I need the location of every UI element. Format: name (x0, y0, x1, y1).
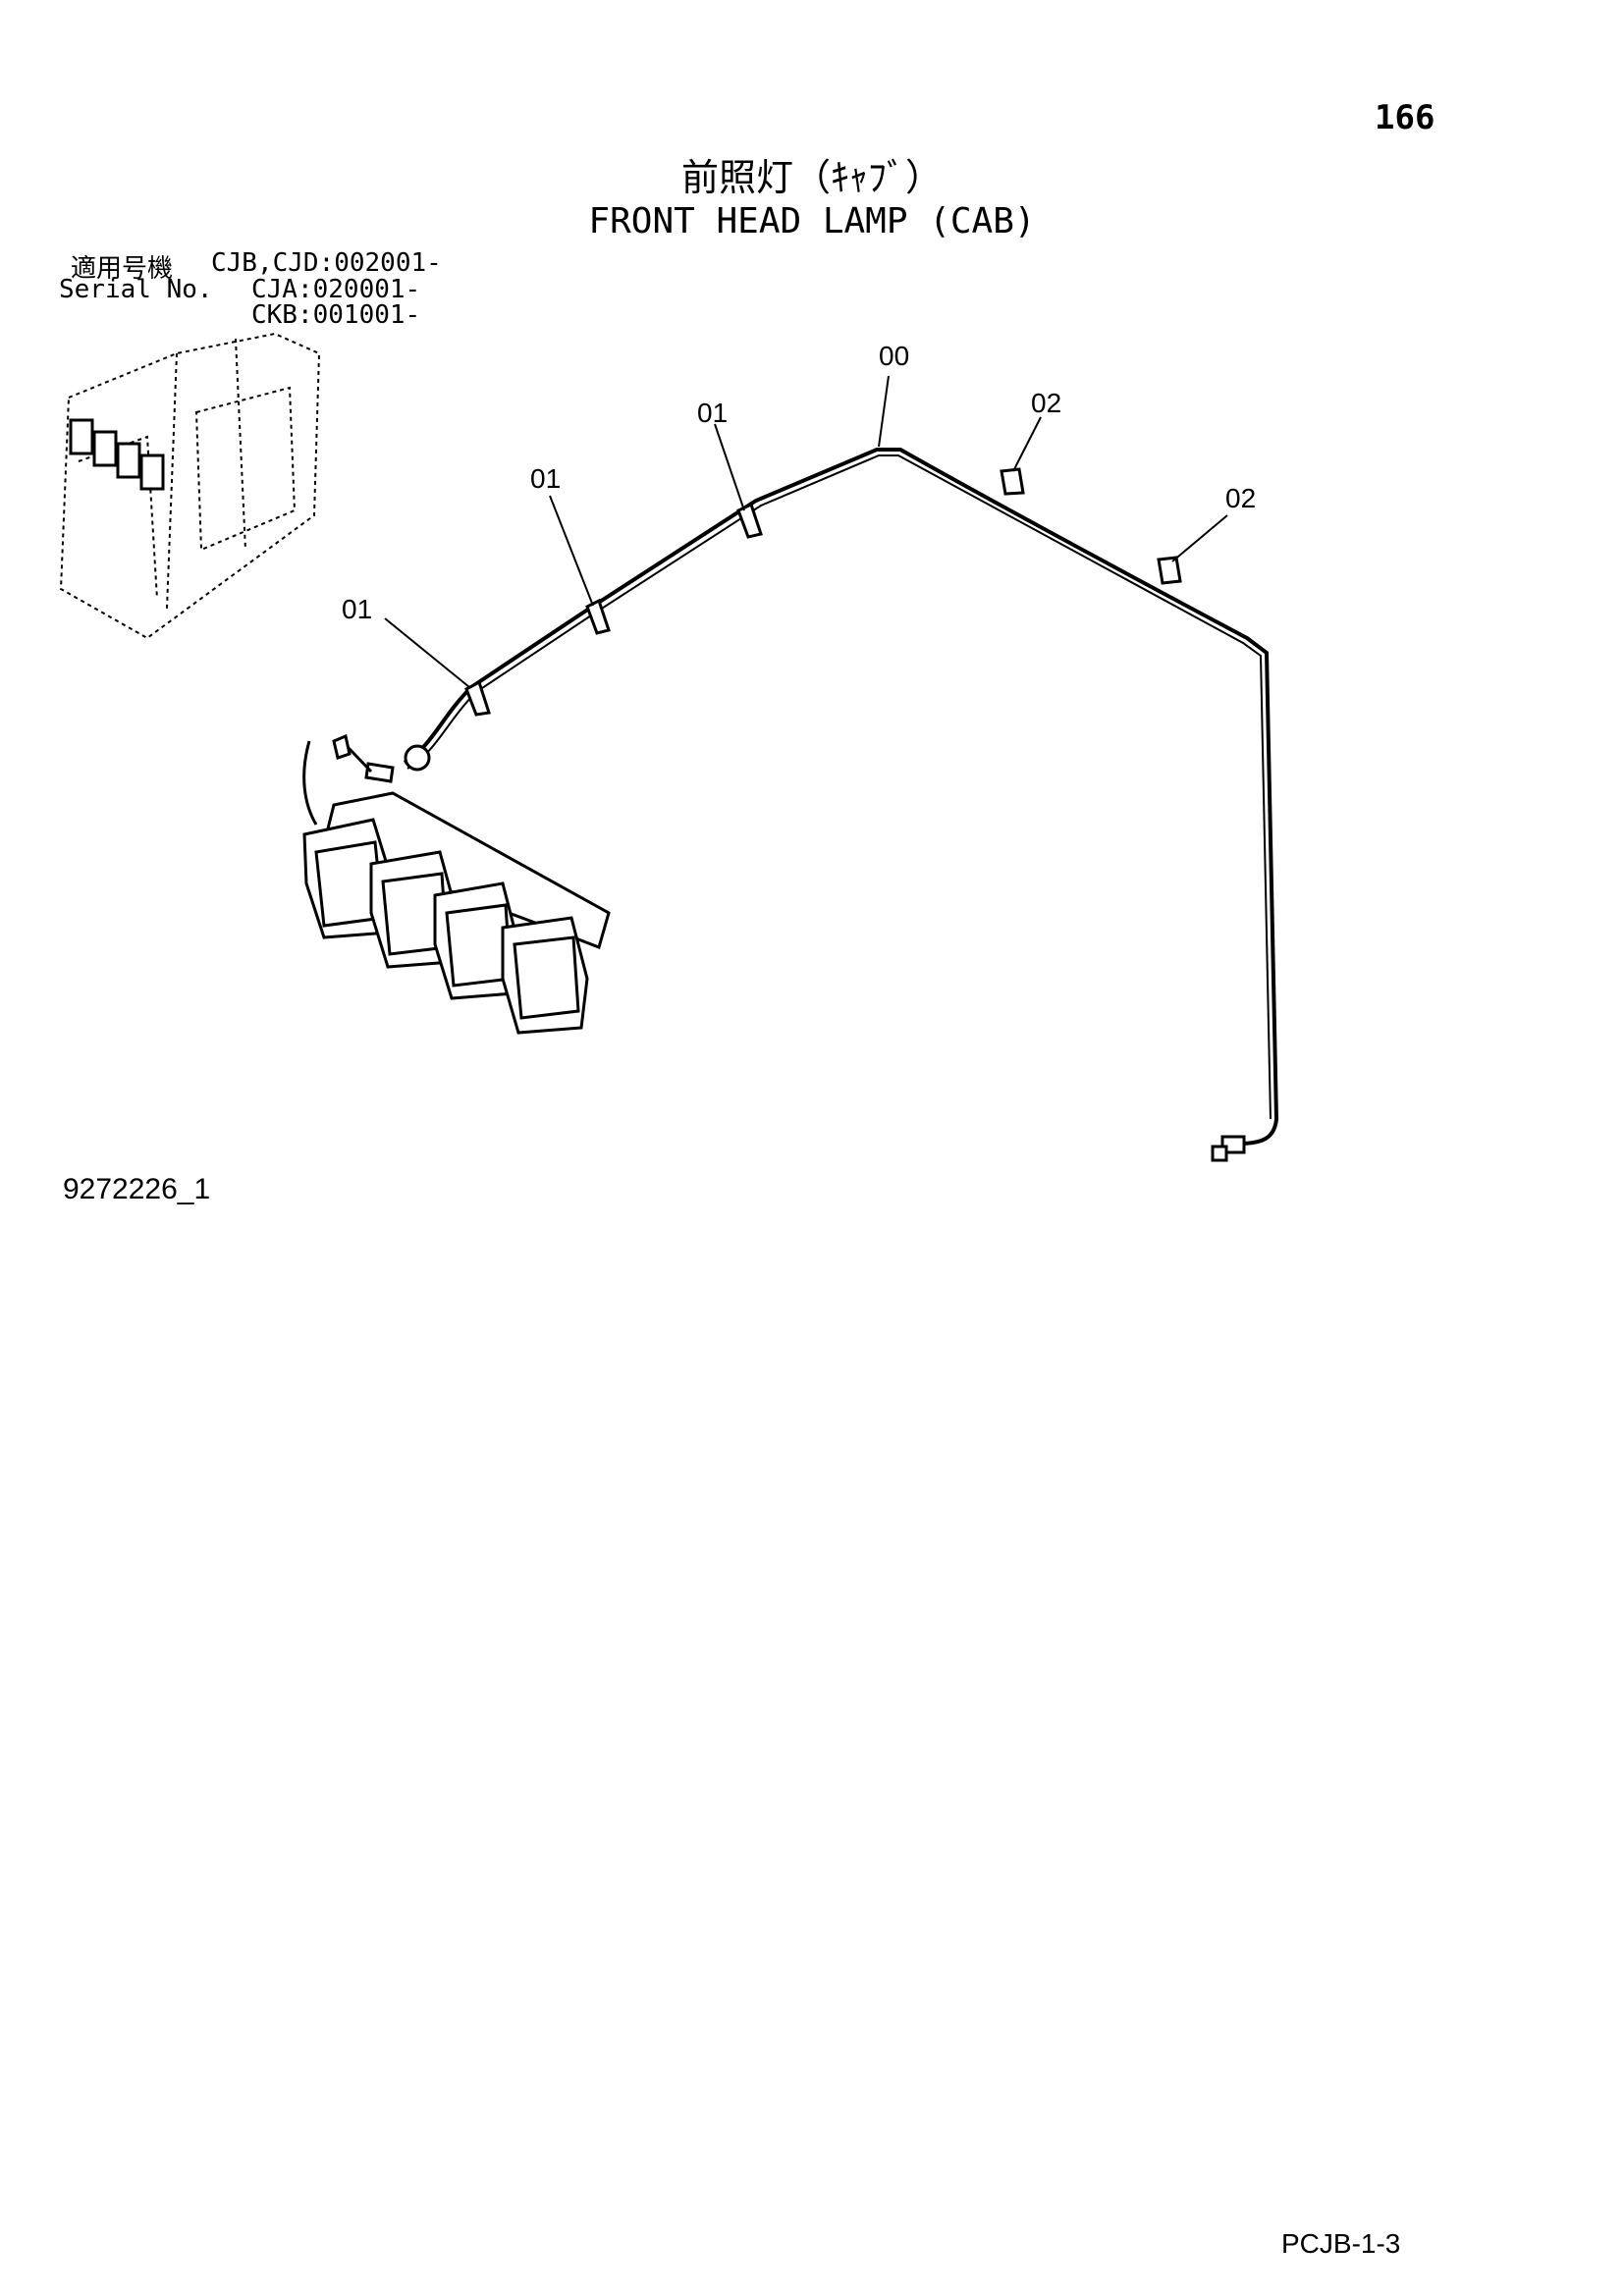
callout-01-c: 01 (342, 594, 372, 624)
clamp-01-b (585, 598, 611, 635)
serial-label-en: Serial No. (59, 275, 213, 304)
page-title-jp: 前照灯（ｷｬﾌﾞ） (680, 156, 943, 199)
serial-range-2: CJA:020001- (251, 275, 421, 304)
leader-lines (384, 375, 1228, 688)
page-title-en: FRONT HEAD LAMP (CAB) (588, 201, 1036, 241)
serial-range-3: CKB:001001- (251, 300, 421, 330)
callout-02-a: 02 (1031, 388, 1061, 418)
clamp-02-b (1157, 556, 1182, 585)
lamp-connector (302, 733, 431, 826)
page-code: PCJB-1-3 (1281, 2228, 1401, 2259)
clamp-01-c (464, 679, 491, 717)
clamp-02-a (1000, 467, 1025, 496)
serial-label-jp: 適用号機 (71, 254, 174, 284)
callout-02-b: 02 (1225, 483, 1256, 513)
headlamp-assembly (302, 791, 611, 1035)
callout-00: 00 (879, 341, 909, 371)
serial-range-1: CJB,CJD:002001- (211, 248, 442, 278)
page-number: 166 (1375, 98, 1435, 137)
callout-01-a: 01 (697, 398, 728, 428)
callout-01-b: 01 (530, 463, 561, 494)
clamp-01-a (736, 502, 763, 539)
drawing-number: 9272226_1 (63, 1173, 211, 1205)
harness-00 (403, 448, 1279, 1146)
lamp-4 (501, 916, 589, 1035)
cab-thumbnail (59, 332, 321, 640)
parts-diagram: 00 01 01 01 02 02 (59, 332, 1279, 1162)
cab-lamp-cluster (69, 418, 165, 491)
harness-connector (1211, 1135, 1246, 1162)
